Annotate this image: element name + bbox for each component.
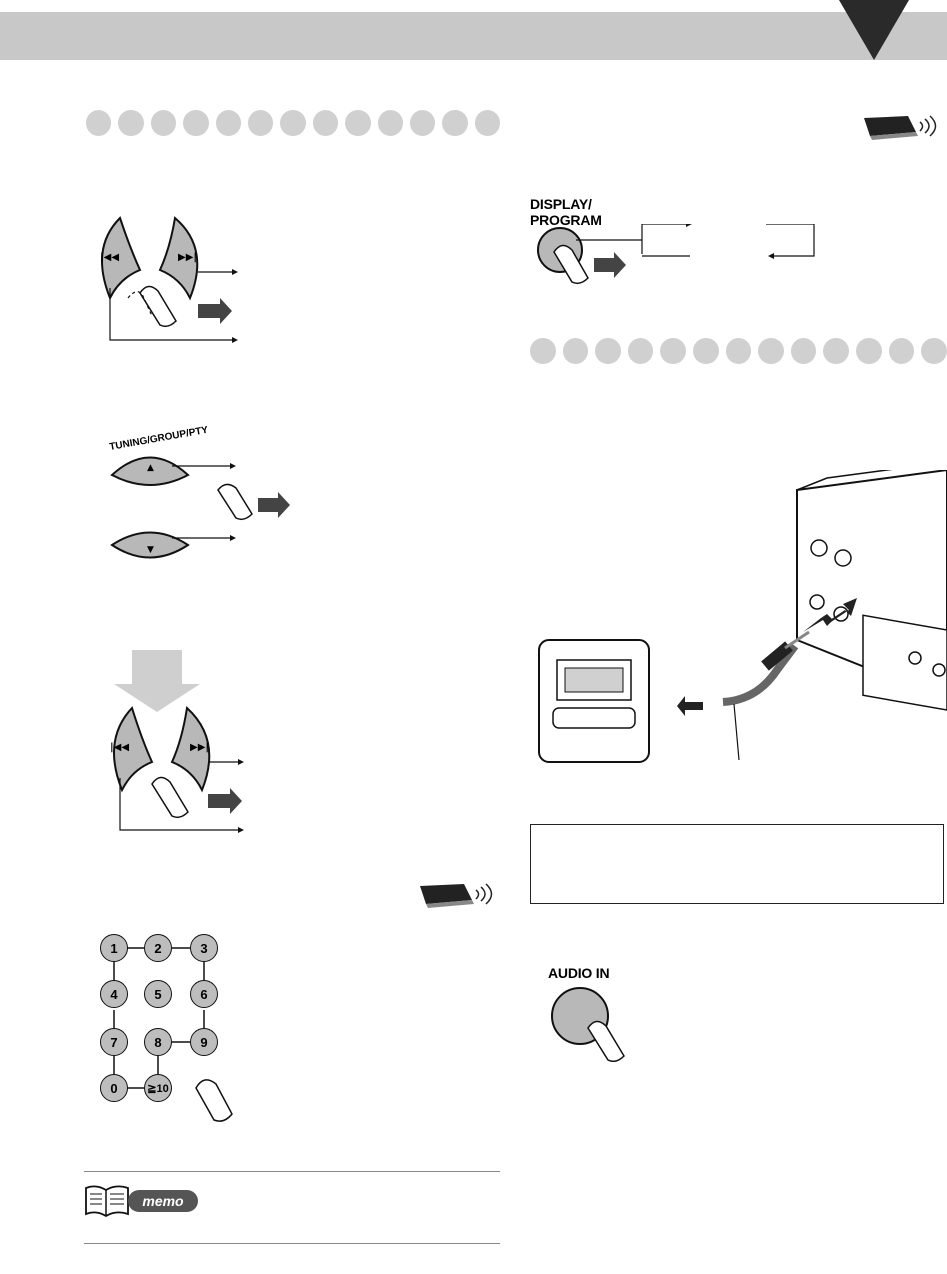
key-9[interactable]: 9 <box>190 1028 218 1056</box>
memo-badge: memo <box>128 1190 198 1212</box>
tuning-group-pty-label: TUNING/GROUP/PTY <box>109 425 210 453</box>
key-3[interactable]: 3 <box>190 934 218 962</box>
key-6[interactable]: 6 <box>190 980 218 1008</box>
book-icon <box>85 1185 129 1218</box>
header-down-triangle-icon <box>839 0 909 60</box>
key-5[interactable]: 5 <box>144 980 172 1008</box>
skip-buttons-illustration: |◀◀ ▶▶| <box>100 216 238 343</box>
notice-box <box>530 824 944 904</box>
svg-text:|◀◀: |◀◀ <box>100 252 119 263</box>
svg-text:▶▶|: ▶▶| <box>178 252 197 263</box>
header-band <box>0 12 947 60</box>
key-0[interactable]: 0 <box>100 1074 128 1102</box>
section-dots-left <box>86 110 500 136</box>
key-7[interactable]: 7 <box>100 1028 128 1056</box>
memo-top-rule <box>84 1171 500 1172</box>
display-program-label: DISPLAY/ PROGRAM <box>530 196 602 228</box>
down-arrow-skip-illustration: |◀◀ ▶▶| <box>110 650 244 833</box>
tuning-buttons-illustration: TUNING/GROUP/PTY ▲ ▼ <box>109 425 290 559</box>
numeric-keypad: 1 2 3 4 5 6 7 8 9 0 ≧10 <box>96 930 256 1110</box>
key-10-plus[interactable]: ≧10 <box>144 1074 172 1102</box>
key-1[interactable]: 1 <box>100 934 128 962</box>
audio-in-button-illustration <box>551 987 625 1062</box>
key-8[interactable]: 8 <box>144 1028 172 1056</box>
svg-text:▼: ▼ <box>147 545 154 555</box>
remote-control-icon <box>864 115 937 140</box>
remote-control-icon <box>420 883 493 908</box>
svg-text:▶▶|: ▶▶| <box>190 742 209 753</box>
memo-bottom-rule <box>84 1243 500 1244</box>
svg-text:|◀◀: |◀◀ <box>110 742 129 753</box>
finger-icon <box>195 1079 233 1122</box>
svg-text:▲: ▲ <box>147 463 154 473</box>
key-4[interactable]: 4 <box>100 980 128 1008</box>
audio-connection-illustration <box>538 470 947 763</box>
audio-in-label: AUDIO IN <box>548 965 610 981</box>
key-2[interactable]: 2 <box>144 934 172 962</box>
display-program-illustration <box>537 224 815 285</box>
section-dots-right <box>530 338 947 364</box>
